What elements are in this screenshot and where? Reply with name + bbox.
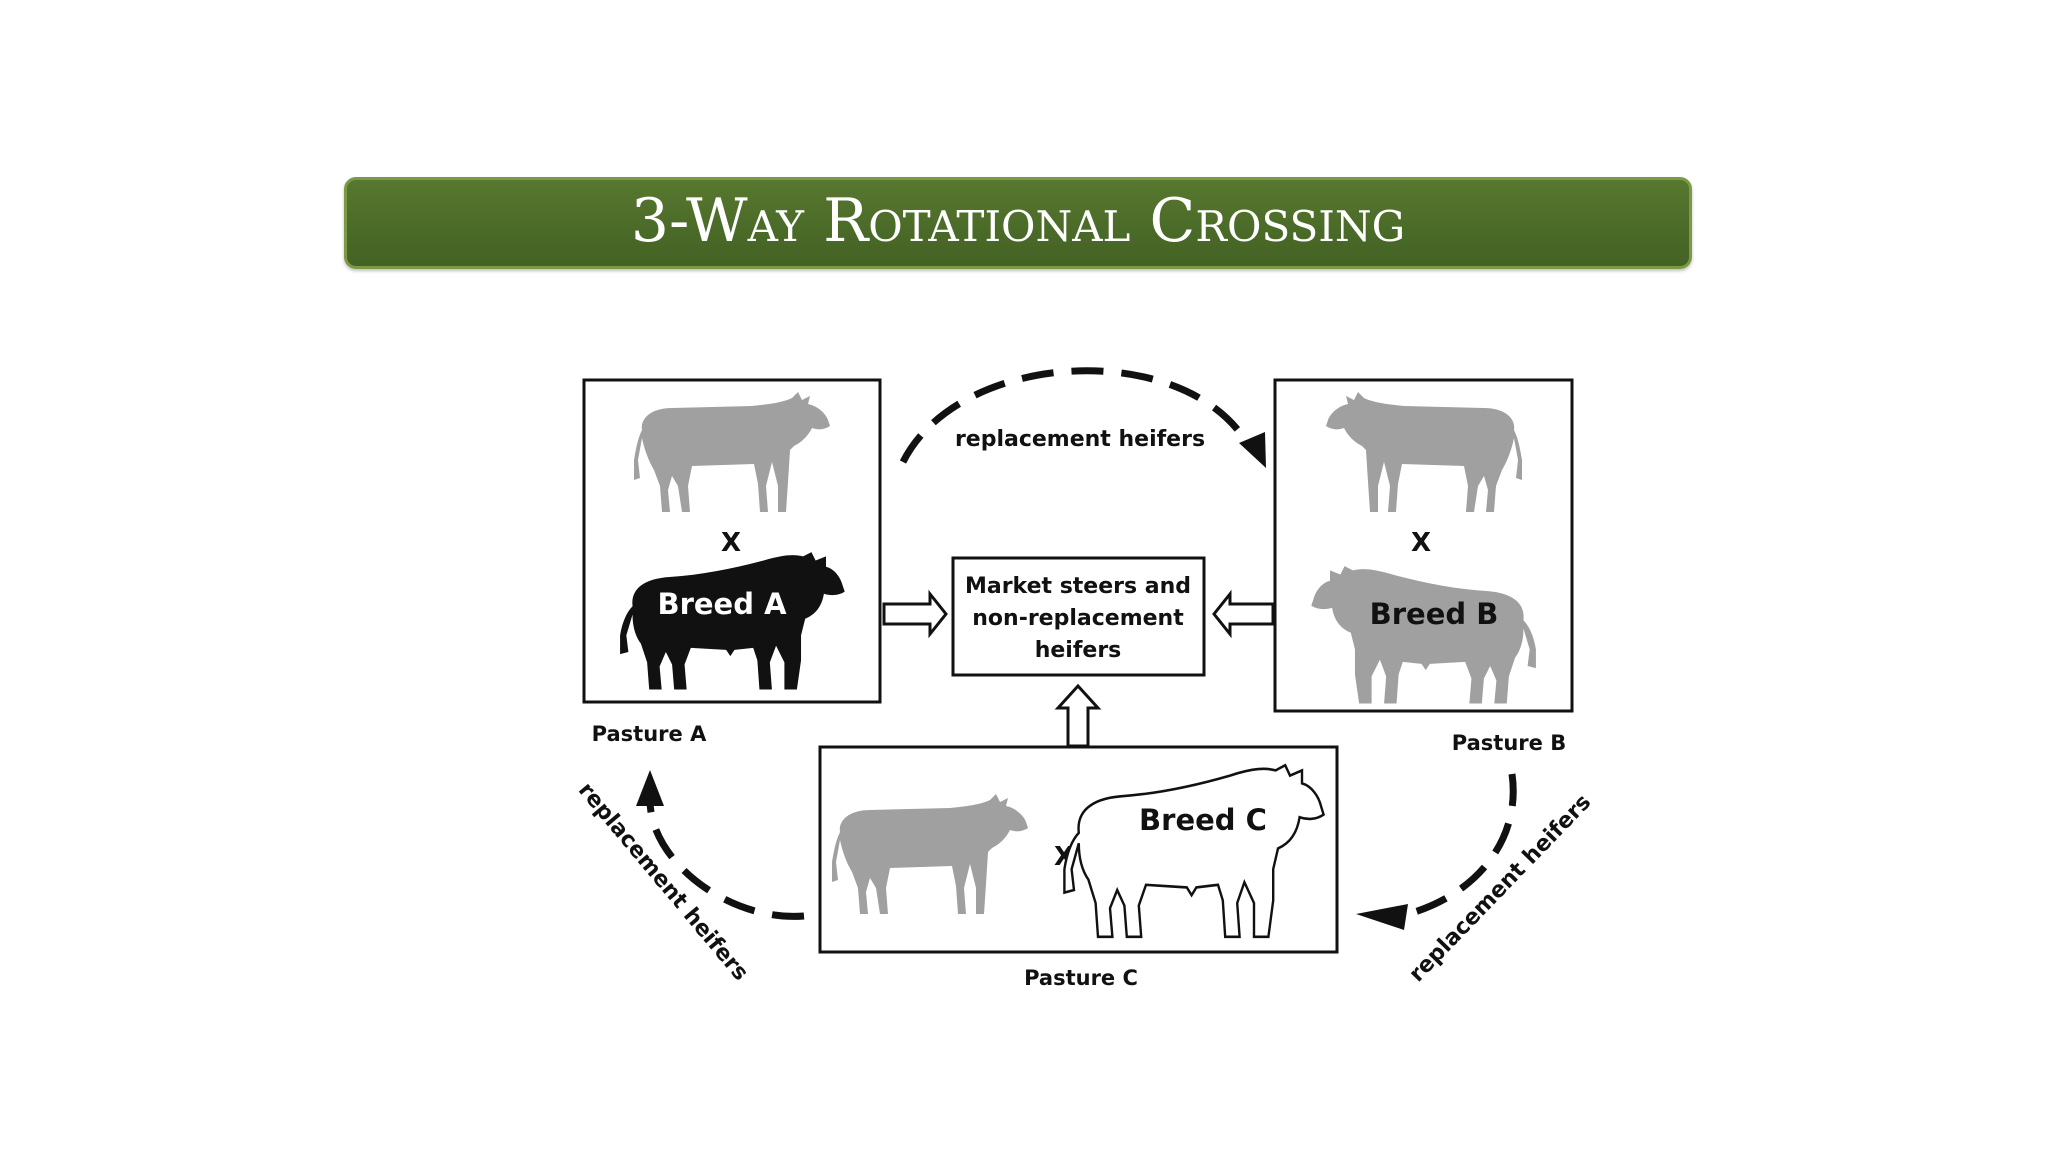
market-line-3: heifers bbox=[1035, 638, 1122, 663]
pasture-c-label: Pasture C bbox=[1024, 966, 1138, 990]
pasture-c-breed: Breed C bbox=[1139, 803, 1267, 837]
flow-a-to-b bbox=[899, 367, 1254, 464]
market-box bbox=[951, 556, 1206, 677]
pasture-b-breed: Breed B bbox=[1370, 597, 1499, 631]
pasture-a-breed: Breed A bbox=[657, 587, 787, 621]
pasture-b-label: Pasture B bbox=[1452, 731, 1566, 755]
pasture-a-cross: X bbox=[721, 528, 741, 558]
flow-c-to-a bbox=[646, 799, 805, 920]
flow-b-to-c bbox=[1399, 773, 1517, 920]
flow-c-to-a-arrowhead bbox=[636, 770, 664, 806]
pasture-a-label: Pasture A bbox=[592, 722, 707, 746]
flow-a-to-b-arrowhead bbox=[1239, 432, 1266, 468]
arrow-a-to-market bbox=[882, 589, 948, 639]
arrow-b-to-market bbox=[1212, 589, 1275, 639]
flow-top-label: replacement heifers bbox=[955, 427, 1205, 452]
arrow-c-to-market bbox=[1054, 683, 1102, 748]
flow-b-to-c-arrowhead bbox=[1356, 904, 1408, 930]
pasture-b-cross: X bbox=[1411, 528, 1431, 558]
flow-left-label: replacement heifers bbox=[573, 778, 753, 986]
market-line-2: non-replacement bbox=[972, 606, 1184, 631]
flow-right-label: replacement heifers bbox=[1404, 790, 1596, 987]
title-banner: 3-Way Rotational Crossing bbox=[344, 177, 1692, 269]
market-line-1: Market steers and bbox=[965, 574, 1191, 599]
slide-title: 3-Way Rotational Crossing bbox=[630, 186, 1406, 256]
